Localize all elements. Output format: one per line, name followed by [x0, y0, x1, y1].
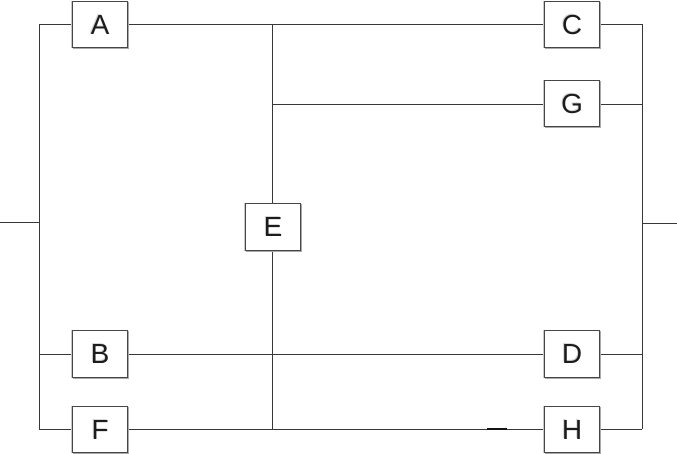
node-C[interactable]: C [544, 1, 600, 48]
node-label-D: D [561, 338, 583, 369]
node-label-G: G [561, 87, 583, 119]
connector-c-right-stub [600, 24, 642, 25]
connector-output-stub [642, 223, 677, 224]
connector-g-right-stub [600, 104, 642, 105]
node-G[interactable]: G [544, 80, 600, 127]
connector-f-h-overlap-mark [487, 428, 507, 430]
node-H[interactable]: H [544, 406, 600, 453]
connector-center-vertical-bottom [272, 251, 273, 429]
node-label-C: C [561, 8, 583, 40]
connector-f-to-h-line [128, 429, 544, 430]
connector-a-left-stub [39, 24, 72, 25]
node-D[interactable]: D [544, 330, 600, 378]
connector-left-bus [39, 24, 40, 429]
connector-right-bus [642, 24, 643, 429]
connector-a-to-c-line [128, 24, 544, 25]
connector-h-right-stub [600, 429, 642, 430]
node-label-H: H [561, 413, 583, 445]
node-label-F: F [91, 413, 109, 445]
connector-g-branch-line [272, 104, 544, 105]
node-B[interactable]: B [72, 330, 128, 378]
connector-input-stub [0, 222, 39, 223]
connector-center-vertical-top [272, 24, 273, 203]
node-A[interactable]: A [72, 1, 128, 48]
connector-d-right-stub [600, 354, 642, 355]
connector-b-left-stub [39, 354, 72, 355]
node-label-A: A [90, 8, 110, 40]
node-E[interactable]: E [245, 203, 301, 251]
node-F[interactable]: F [72, 406, 128, 453]
node-label-E: E [263, 211, 283, 242]
connector-f-left-stub [39, 429, 72, 430]
node-label-B: B [90, 338, 110, 369]
connector-b-to-d-line [128, 354, 544, 355]
